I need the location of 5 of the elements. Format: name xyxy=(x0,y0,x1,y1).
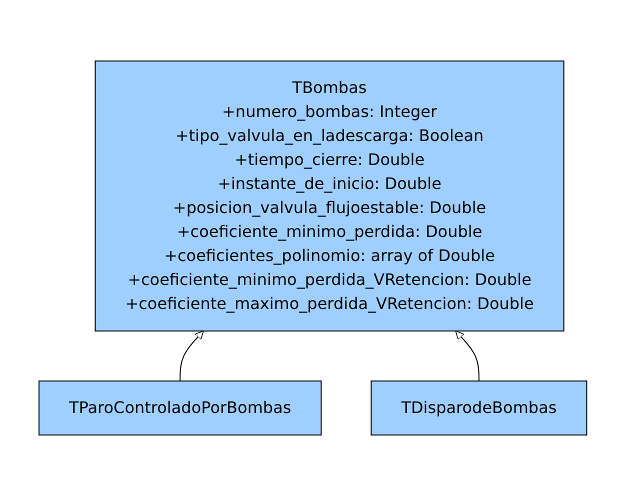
arrow xyxy=(455,330,480,381)
node-box: TParoControladoPorBombas xyxy=(38,380,322,435)
arrow xyxy=(180,330,204,381)
node-box: TDisparodeBombas xyxy=(370,380,588,435)
node-box: TBombas +numero_bombas: Integer +tipo_valvula_en_ladescarga: Boolean +tiempo_cierre: Double +instante_de_inicio: Double +posicion_valvula_flujoestable: Double +coeficiente_minimo_perdida: Double +coeficientes_polinomio: array of Double +coeficiente_minimo_perdida_VRetencion: Double +coeficiente_maximo_perdida_VRetencion: Double xyxy=(94,60,564,331)
